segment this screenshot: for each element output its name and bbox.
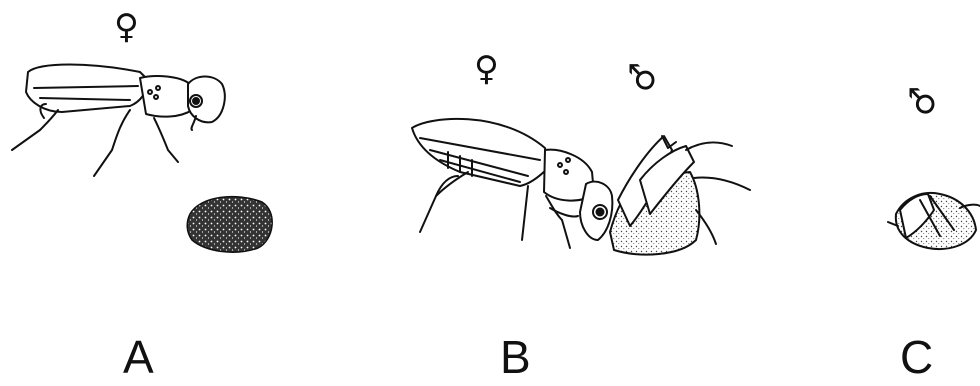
female-symbol-b: ♀ [474,52,499,86]
seed [187,197,272,253]
panel-b-female-beetle [412,119,612,248]
panel-label-c: C [900,334,933,380]
male-symbol-c: ♂ [906,86,940,116]
panel-b-male-beetle [610,136,750,255]
panel-label-a: A [123,334,154,380]
panel-c-male-beetle [888,193,980,249]
panel-label-b: B [500,334,531,380]
male-symbol-b: ♂ [626,62,660,92]
panel-a-female-beetle [12,65,225,177]
female-symbol-a: ♀ [114,10,139,44]
